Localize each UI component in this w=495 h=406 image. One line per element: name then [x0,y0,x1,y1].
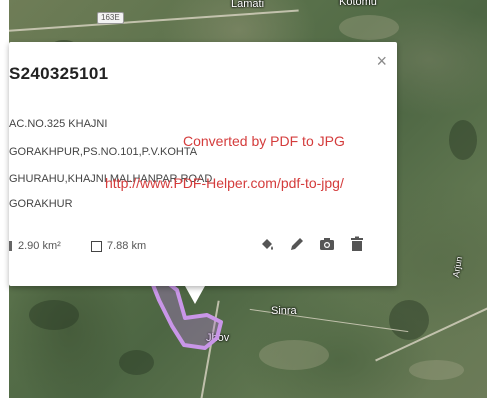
info-window: × S240325101 AC.NO.325 KHAJNI GORAKHPUR,… [9,42,397,286]
trash-icon[interactable] [346,233,368,255]
perimeter-icon [91,240,102,252]
map-texture [29,300,79,330]
info-window-pointer [185,286,205,304]
watermark-converted: Converted by PDF to JPG [183,133,345,149]
perimeter-value: 7.88 km [107,240,147,252]
map-texture [409,360,464,380]
camera-icon[interactable] [316,233,338,255]
plot-id-title: S240325101 [9,64,109,83]
map-texture [449,120,477,160]
paint-bucket-icon[interactable] [256,233,278,255]
perimeter-measurement: 7.88 km [91,240,146,252]
address-line-2: GORAKHPUR,PS.NO.101,P.V.KOHTA [9,146,198,158]
map-texture [119,350,154,375]
pencil-icon[interactable] [286,233,308,255]
plot-boundary [149,274,223,350]
area-value: 2.90 km² [18,240,61,252]
close-icon[interactable]: × [376,51,387,71]
map-label-sinra: Sinra [271,305,297,317]
map-texture [339,15,399,40]
address-line-4: GORAKHUR [9,198,73,210]
map-texture [389,300,429,340]
map-texture [259,340,329,370]
plot-boundary-overlay [149,274,223,350]
map-label-lamati: Lamati [231,0,265,10]
area-measurement: 2.90 km² [9,240,61,252]
area-icon [9,241,12,251]
road-shield: 163E [97,12,124,24]
map-label-kotomu: Kotomu [339,0,377,8]
address-line-1: AC.NO.325 KHAJNI [9,118,108,130]
address-line-3: GHURAHU,KHAJNI MALHANPAR ROAD [9,173,213,185]
watermark-url: http://www.PDF-Helper.com/pdf-to-jpg/ [105,175,344,191]
